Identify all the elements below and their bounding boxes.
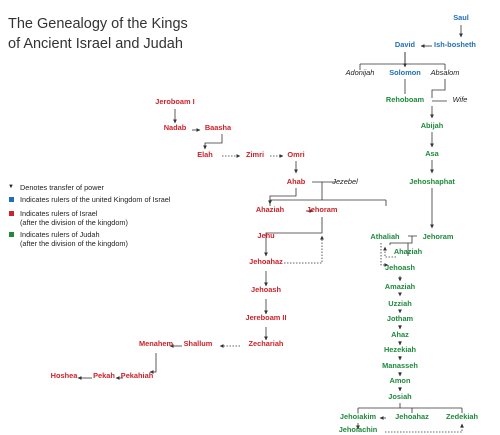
person-adonijah: Adonijah	[345, 68, 375, 77]
person-nadab: Nadab	[164, 123, 187, 132]
family-line	[357, 403, 463, 413]
person-jehoahaz_i: Jehoahaz	[249, 257, 283, 266]
person-saul: Saul	[453, 13, 469, 22]
person-jehoash_j: Jehoash	[385, 263, 415, 272]
person-athaliah: Athaliah	[370, 232, 400, 241]
legend-item-judah: Indicates rulers of Judah (after the div…	[8, 230, 208, 248]
person-zechariah: Zechariah	[249, 339, 284, 348]
person-ahab: Ahab	[287, 177, 306, 186]
person-ahaziah_j: Ahaziah	[394, 247, 423, 256]
person-david: David	[395, 40, 416, 49]
succession-arrow	[385, 423, 464, 433]
legend-sublabel: (after the division of the kingdom)	[20, 239, 128, 248]
person-jehoiakim: Jehoiakim	[340, 412, 377, 421]
legend-label: Indicates rulers of Israel	[20, 209, 98, 218]
legend-item-united: Indicates rulers of the united Kingdom o…	[8, 195, 208, 206]
person-baasha: Baasha	[205, 123, 232, 132]
legend: ▼ Denotes transfer of power Indicates ru…	[8, 183, 208, 251]
person-wife: Wife	[453, 95, 468, 104]
title-line-2: of Ancient Israel and Judah	[8, 36, 183, 52]
legend-item-transfer: ▼ Denotes transfer of power	[8, 183, 208, 192]
person-abijah: Abijah	[421, 121, 444, 130]
chart-title: The Genealogy of the Kings of Ancient Is…	[8, 14, 258, 54]
person-zedekiah: Zedekiah	[446, 412, 479, 421]
person-amon: Amon	[390, 376, 411, 385]
legend-label: Denotes transfer of power	[20, 183, 104, 192]
person-manasseh: Manasseh	[382, 361, 418, 370]
person-absalom: Absalom	[430, 68, 460, 77]
succession-arrow	[264, 217, 323, 257]
family-line	[269, 181, 387, 206]
person-jeroboam2: Jereboam II	[245, 313, 286, 322]
person-jehoahaz_j: Jehoahaz	[395, 412, 429, 421]
succession-arrow	[383, 246, 396, 258]
succession-arrow	[380, 243, 389, 267]
person-rehoboam: Rehoboam	[386, 95, 425, 104]
legend-sublabel: (after the division of the kingdom)	[20, 218, 128, 227]
person-jehoram_j: Jehoram	[423, 232, 454, 241]
family-line	[431, 79, 447, 102]
connector-lines	[77, 25, 464, 433]
down-arrow-icon: ▼	[8, 184, 14, 190]
person-ishbosheth: Ish-bosheth	[434, 40, 476, 49]
person-pekah: Pekah	[93, 371, 115, 380]
person-solomon: Solomon	[389, 68, 421, 77]
red-square-icon	[8, 211, 14, 216]
legend-label: Indicates rulers of the united Kingdom o…	[20, 195, 171, 204]
person-jeroboam1: Jeroboam I	[155, 97, 194, 106]
person-asa: Asa	[425, 149, 439, 158]
succession-arrow	[149, 353, 157, 374]
person-elah: Elah	[197, 150, 213, 159]
person-menahem: Menahem	[139, 339, 174, 348]
family-line	[389, 235, 417, 256]
blue-square-icon	[8, 197, 14, 202]
person-jezebel: Jezebel	[331, 177, 358, 186]
person-ahaziah_i: Ahaziah	[256, 205, 285, 214]
person-hoshea: Hoshea	[51, 371, 79, 380]
person-josiah: Josiah	[388, 392, 412, 401]
succession-arrow	[284, 235, 324, 264]
person-jehu: Jehu	[257, 231, 275, 240]
succession-arrow	[268, 188, 297, 205]
legend-item-israel: Indicates rulers of Israel (after the di…	[8, 209, 208, 227]
person-jehoiachin: Jehoiachin	[339, 425, 378, 434]
person-ahaz: Ahaz	[391, 330, 409, 339]
person-jotham: Jotham	[387, 314, 414, 323]
title-line-1: The Genealogy of the Kings	[8, 16, 188, 32]
person-uzziah: Uzziah	[388, 299, 412, 308]
person-amaziah: Amaziah	[385, 282, 416, 291]
succession-arrow	[203, 134, 223, 150]
person-jehoshaphat: Jehoshaphat	[409, 177, 455, 186]
green-square-icon	[8, 232, 14, 237]
person-zimri: Zimri	[246, 150, 264, 159]
person-pekahiah: Pekahiah	[121, 371, 154, 380]
person-jehoash_i: Jehoash	[251, 285, 281, 294]
legend-label: Indicates rulers of Judah	[20, 230, 100, 239]
person-omri: Omri	[287, 150, 304, 159]
person-hezekiah: Hezekiah	[384, 345, 417, 354]
person-shallum: Shallum	[184, 339, 213, 348]
person-jehoram_i: Jehoram	[307, 205, 338, 214]
